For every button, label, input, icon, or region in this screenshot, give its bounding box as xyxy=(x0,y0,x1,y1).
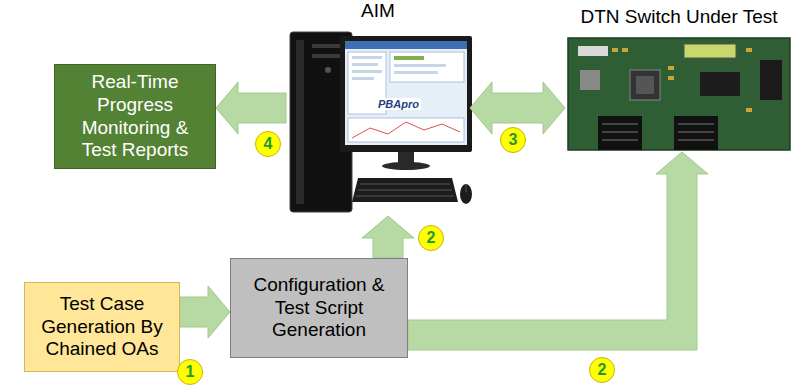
process-box: Test Case Generation By Chained OAs xyxy=(24,282,180,372)
box-text: Configuration & Test Script Generation xyxy=(239,274,399,342)
callout-number: 2 xyxy=(418,225,444,251)
block-arrow xyxy=(216,82,286,134)
block-arrow xyxy=(408,152,708,350)
callout-number: 1 xyxy=(177,359,203,385)
block-arrow xyxy=(470,82,565,134)
box-text: Real-Time Progress Monitoring & Test Rep… xyxy=(63,71,207,162)
heading-text: DTN Switch Under Test xyxy=(565,6,793,29)
box-text: Test Case Generation By Chained OAs xyxy=(33,293,171,361)
logo-text: PBApro xyxy=(376,98,421,110)
device-node: DTN Switch Under Test xyxy=(565,6,793,152)
callout-number: 4 xyxy=(255,131,281,157)
block-arrow xyxy=(362,216,414,258)
callout-number: 3 xyxy=(500,127,526,153)
heading-text: AIM xyxy=(286,0,470,23)
process-box: Configuration & Test Script Generation xyxy=(230,258,408,358)
status-box: Real-Time Progress Monitoring & Test Rep… xyxy=(54,64,216,169)
board-illustration xyxy=(568,38,790,150)
block-arrow xyxy=(180,286,230,338)
callout-number: 2 xyxy=(589,357,615,383)
computer-illustration xyxy=(290,32,472,212)
